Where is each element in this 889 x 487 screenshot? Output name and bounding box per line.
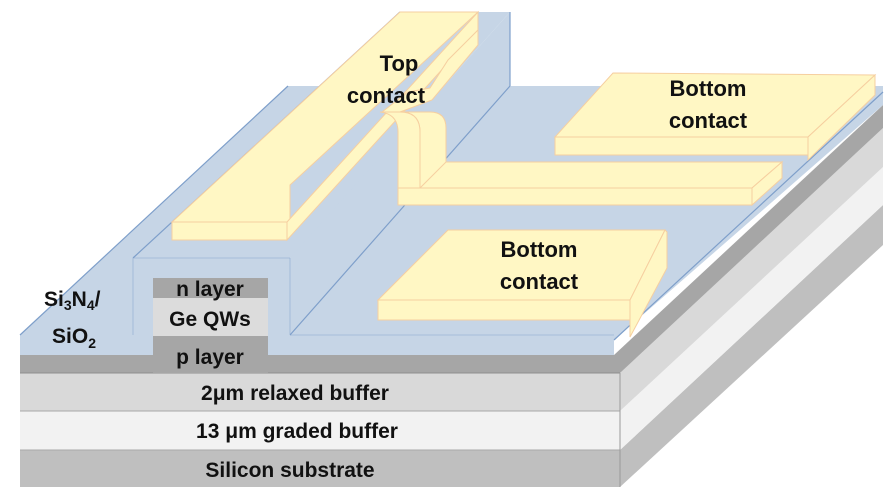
substrate-side-face [620,205,883,487]
bottom-contact-upper-front [554,136,809,156]
top-contact-strip-side [751,160,783,207]
bottom-contact-lower-label-line2: contact [500,269,579,294]
graded-buffer-side-face [620,167,883,450]
passivation-label-sio2: SiO2 [52,325,96,351]
bottom-contact-upper-label-line2: contact [669,108,748,133]
passivation-front-band [20,335,614,355]
graded-buffer-label: 13 μm graded buffer [196,420,398,443]
substrate-label: Silicon substrate [205,459,374,482]
graded-buffer-layer [20,411,620,450]
substrate-layer [20,450,620,487]
top-contact-label-line1: Top [380,51,419,76]
p-layer-mesa [153,336,268,373]
bottom-contact-lower-label-line1: Bottom [501,237,578,262]
bottom-contact-lower-front [377,299,631,321]
relaxed-buffer-layer [20,373,620,411]
top-contact-wall-segment [380,28,479,113]
relaxed-buffer-label: 2μm relaxed buffer [201,382,389,405]
ge-qw-layer [153,298,268,336]
n-layer [153,278,268,298]
top-contact-label-line2: contact [347,83,426,108]
bottom-contact-upper-label-line1: Bottom [670,76,747,101]
n-layer-label: n layer [176,278,244,301]
top-contact-front-face [171,221,288,241]
top-contact-strip-top [418,161,784,189]
passivation-label-si3n4: Si3N4/ [44,288,101,313]
bottom-contact-upper-side [807,73,876,162]
p-layer-base [20,355,620,373]
ge-qws-label: Ge QWs [169,308,251,331]
relaxed-buffer-side-face [620,128,883,411]
p-layer-side-face [614,105,883,373]
bottom-contact-lower-side [629,229,668,338]
top-contact-strip-front [397,187,753,206]
p-layer-label: p layer [176,346,244,369]
